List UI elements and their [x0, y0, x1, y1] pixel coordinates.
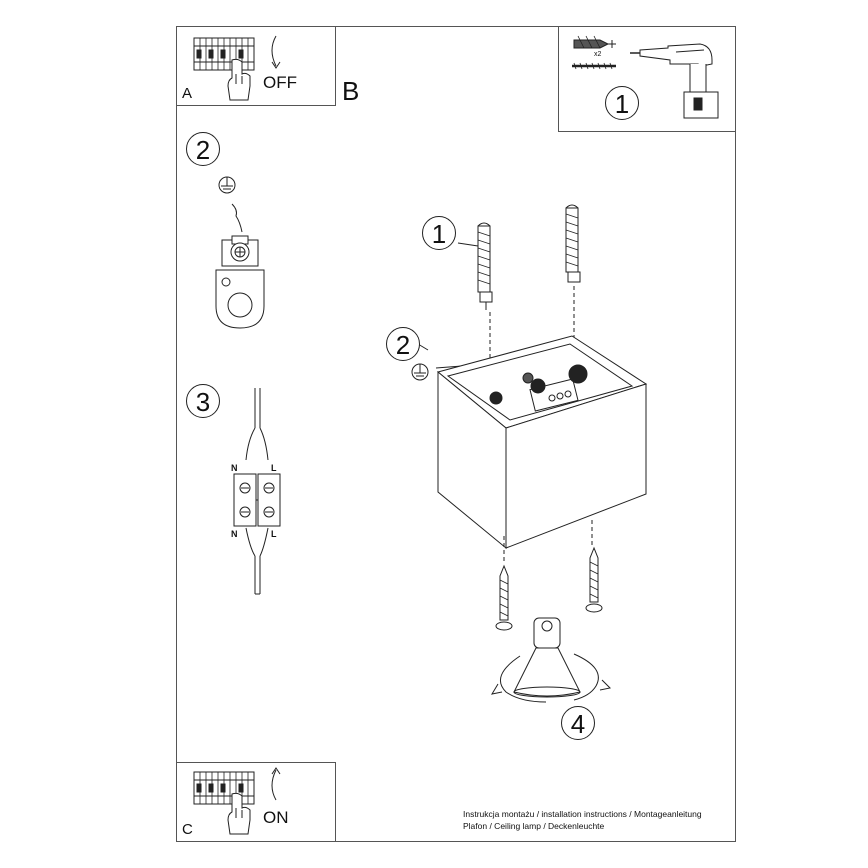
step-number-wiring: 3 — [186, 384, 220, 418]
step-number-main-ground: 2 — [386, 327, 420, 361]
ground-symbol-icon — [411, 363, 429, 381]
leader-line — [457, 242, 479, 247]
switchboard-on-icon — [193, 771, 255, 805]
cube-housing — [436, 335, 648, 550]
sheet-frame — [176, 26, 736, 842]
step-number-anchor: 1 — [422, 216, 456, 250]
panel-power-off — [176, 26, 336, 106]
step-number-ground: 2 — [186, 132, 220, 166]
caption: Instrukcja montażu / installation instru… — [463, 808, 702, 832]
hand-icon — [227, 792, 251, 835]
screw-bottom-left-icon — [495, 564, 513, 631]
anchor-screw-right-icon — [565, 204, 581, 283]
on-label: ON — [263, 808, 289, 827]
terminal-label-n-bottom: N — [231, 529, 238, 539]
switchboard-off-icon — [193, 37, 255, 71]
ground-bracket-icon — [215, 235, 265, 329]
caption-line-2: Plafon / Ceiling lamp / Deckenleuchte — [463, 821, 605, 831]
step-number-bulb: 4 — [561, 706, 595, 740]
internal-terminal-icon — [489, 364, 588, 412]
panel-letter-b: B — [342, 76, 360, 106]
anchor-screw-left-icon — [477, 222, 493, 310]
arrow-down-icon — [271, 35, 281, 69]
rotate-arrow-icon — [490, 653, 612, 703]
panel-letter-c: C — [182, 821, 193, 838]
drill-icon — [630, 43, 719, 119]
off-label: OFF — [263, 73, 297, 92]
wall-plug-icon — [573, 35, 616, 49]
ground-wire — [231, 203, 243, 233]
ground-symbol-icon — [218, 176, 236, 194]
panel-power-on — [176, 762, 336, 842]
quantity-label: x2 — [594, 51, 602, 58]
gu10-bulb-icon — [513, 617, 581, 698]
panel-letter-a: A — [182, 85, 193, 102]
screw-icon — [572, 62, 616, 70]
step-number-tools: 1 — [605, 86, 639, 120]
screw-bottom-right-icon — [585, 546, 603, 613]
terminal-label-l-bottom: L — [271, 529, 277, 539]
terminal-block-icon — [233, 388, 281, 595]
terminal-label-l-top: L — [271, 463, 277, 473]
panel-tools — [558, 26, 736, 132]
caption-line-1: Instrukcja montażu / installation instru… — [463, 809, 702, 819]
terminal-label-n-top: N — [231, 463, 238, 473]
arrow-up-icon — [271, 767, 281, 801]
hand-icon — [227, 58, 251, 101]
